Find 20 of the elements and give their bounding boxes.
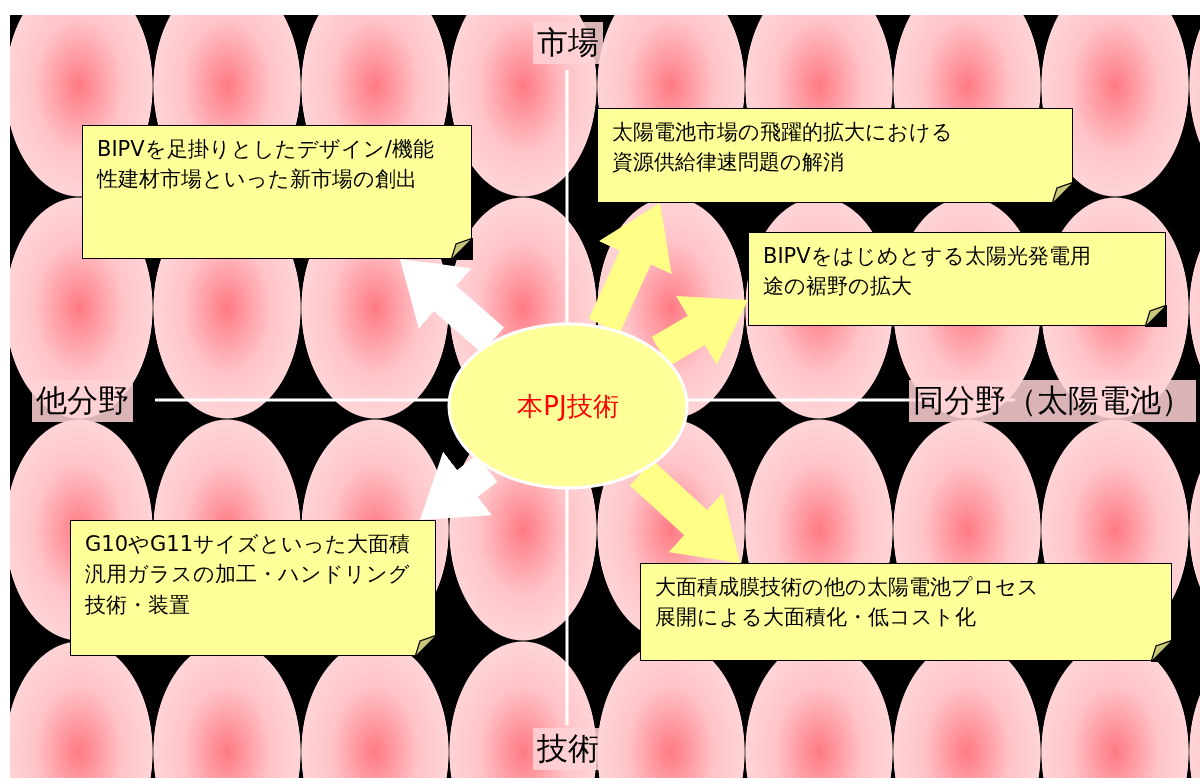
node-text: 太陽電池市場の飛躍的拡大における資源供給律速問題の解消 — [612, 119, 954, 177]
node-text: G10やG11サイズといった大面積汎用ガラスの加工・ハンドリング技術・装置 — [85, 531, 411, 619]
node-text: 本PJ技術 — [517, 389, 619, 423]
note-box — [82, 125, 472, 259]
node-text: 大面積成膜技術の他の太陽電池プロセス展開による大面積化・低コスト化 — [655, 574, 1040, 632]
node-text: BIPVをはじめとする太陽光発電用途の裾野の拡大 — [763, 243, 1092, 301]
axis-label: 同分野（太陽電池） — [909, 380, 1196, 422]
note-box — [597, 108, 1073, 203]
note-box — [748, 232, 1166, 326]
block-arrow — [420, 451, 498, 520]
block-arrow — [588, 203, 672, 333]
axis-label: 市場 — [533, 22, 603, 64]
block-arrow — [651, 296, 748, 367]
axis-label: 他分野 — [32, 380, 133, 422]
note-box — [70, 520, 436, 656]
block-arrow — [400, 259, 504, 353]
note-box — [640, 563, 1172, 661]
block-arrow — [629, 460, 740, 563]
ellipse-node — [447, 322, 689, 490]
node-text: BIPVを足掛りとしたデザイン/機能性建材市場といった新市場の創出 — [97, 136, 435, 194]
